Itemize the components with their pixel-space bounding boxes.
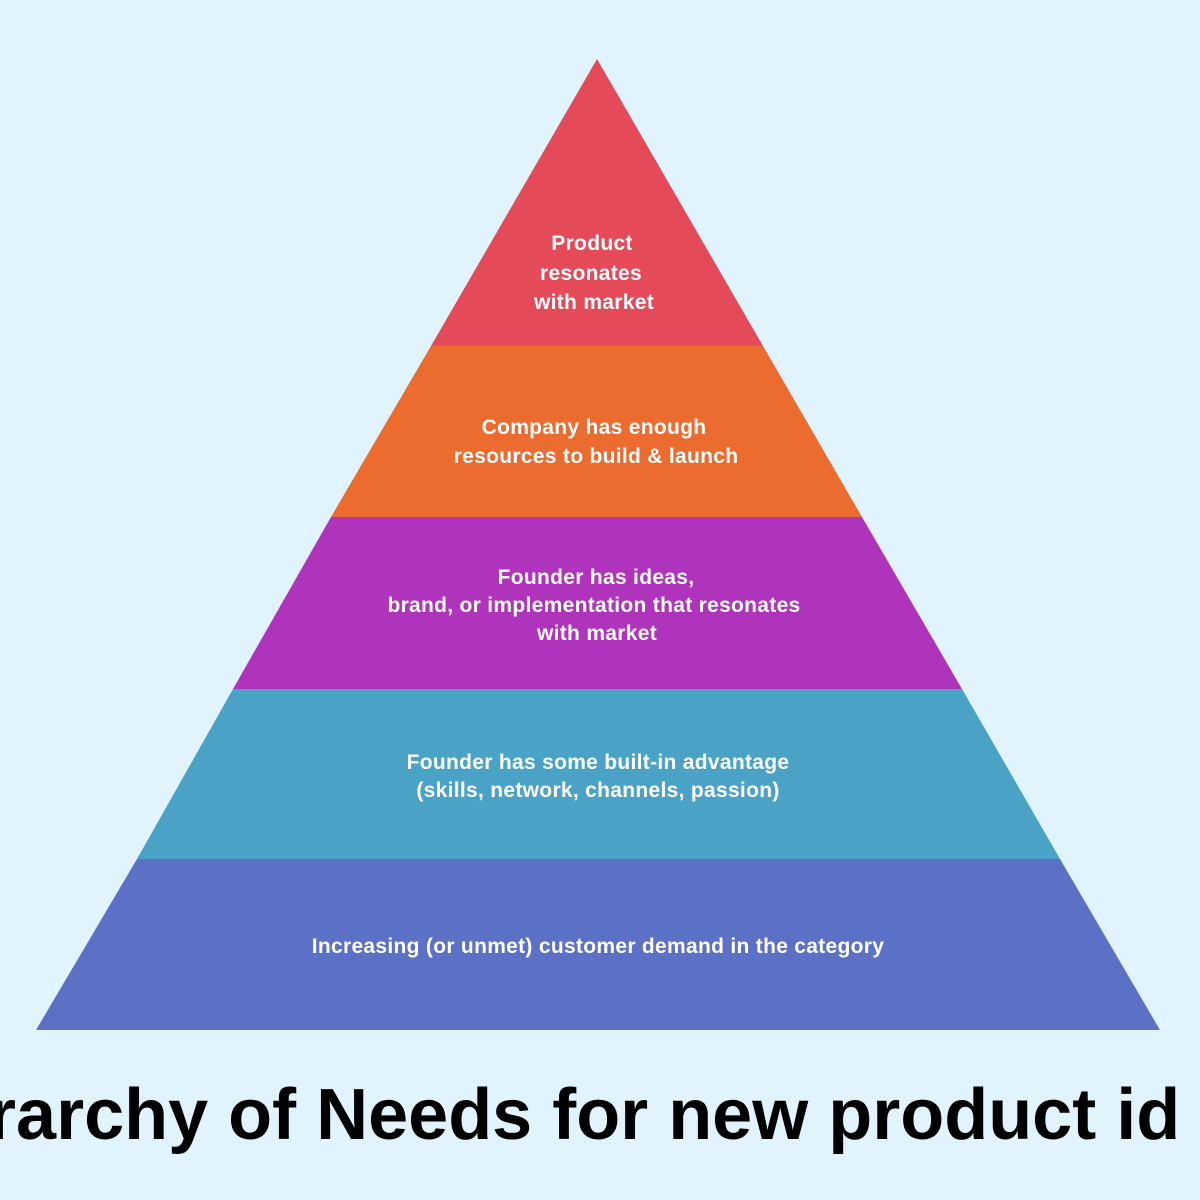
page-title-text: rarchy of Needs for new product id: [0, 1075, 1181, 1155]
tier-4-line-2: (skills, network, channels, passion): [416, 779, 779, 802]
tier-4-line-1: Founder has some built-in advantage: [407, 751, 790, 774]
tier-4-group: Founder has some built-in advantage (ski…: [137, 689, 1060, 859]
tier-2-line-2: resources to build & launch: [454, 445, 739, 468]
pyramid-tier-3: [233, 517, 962, 689]
tier-1-line-1: Product: [551, 232, 632, 255]
tier-2-group: Company has enough resources to build & …: [331, 346, 862, 517]
tier-1-group: Product resonates with market: [431, 59, 763, 346]
tier-1-line-2: resonates: [540, 262, 642, 285]
pyramid-tier-5: [36, 859, 1160, 1030]
tier-3-line-3: with market: [536, 622, 657, 645]
tier-1-line-3: with market: [533, 291, 654, 314]
tier-3-line-2: brand, or implementation that resonates: [387, 594, 800, 617]
page-title: rarchy of Needs for new product id: [0, 1070, 1200, 1180]
tier-3-group: Founder has ideas, brand, or implementat…: [233, 517, 962, 689]
tier-5-group: Increasing (or unmet) customer demand in…: [36, 859, 1160, 1030]
tier-2-line-1: Company has enough: [482, 416, 707, 439]
pyramid-tier-4: [137, 689, 1060, 859]
tier-3-line-1: Founder has ideas,: [498, 566, 695, 589]
tier-5-line-1: Increasing (or unmet) customer demand in…: [312, 935, 885, 958]
pyramid-tier-2: [331, 346, 862, 517]
pyramid-tier-1: [431, 59, 763, 346]
